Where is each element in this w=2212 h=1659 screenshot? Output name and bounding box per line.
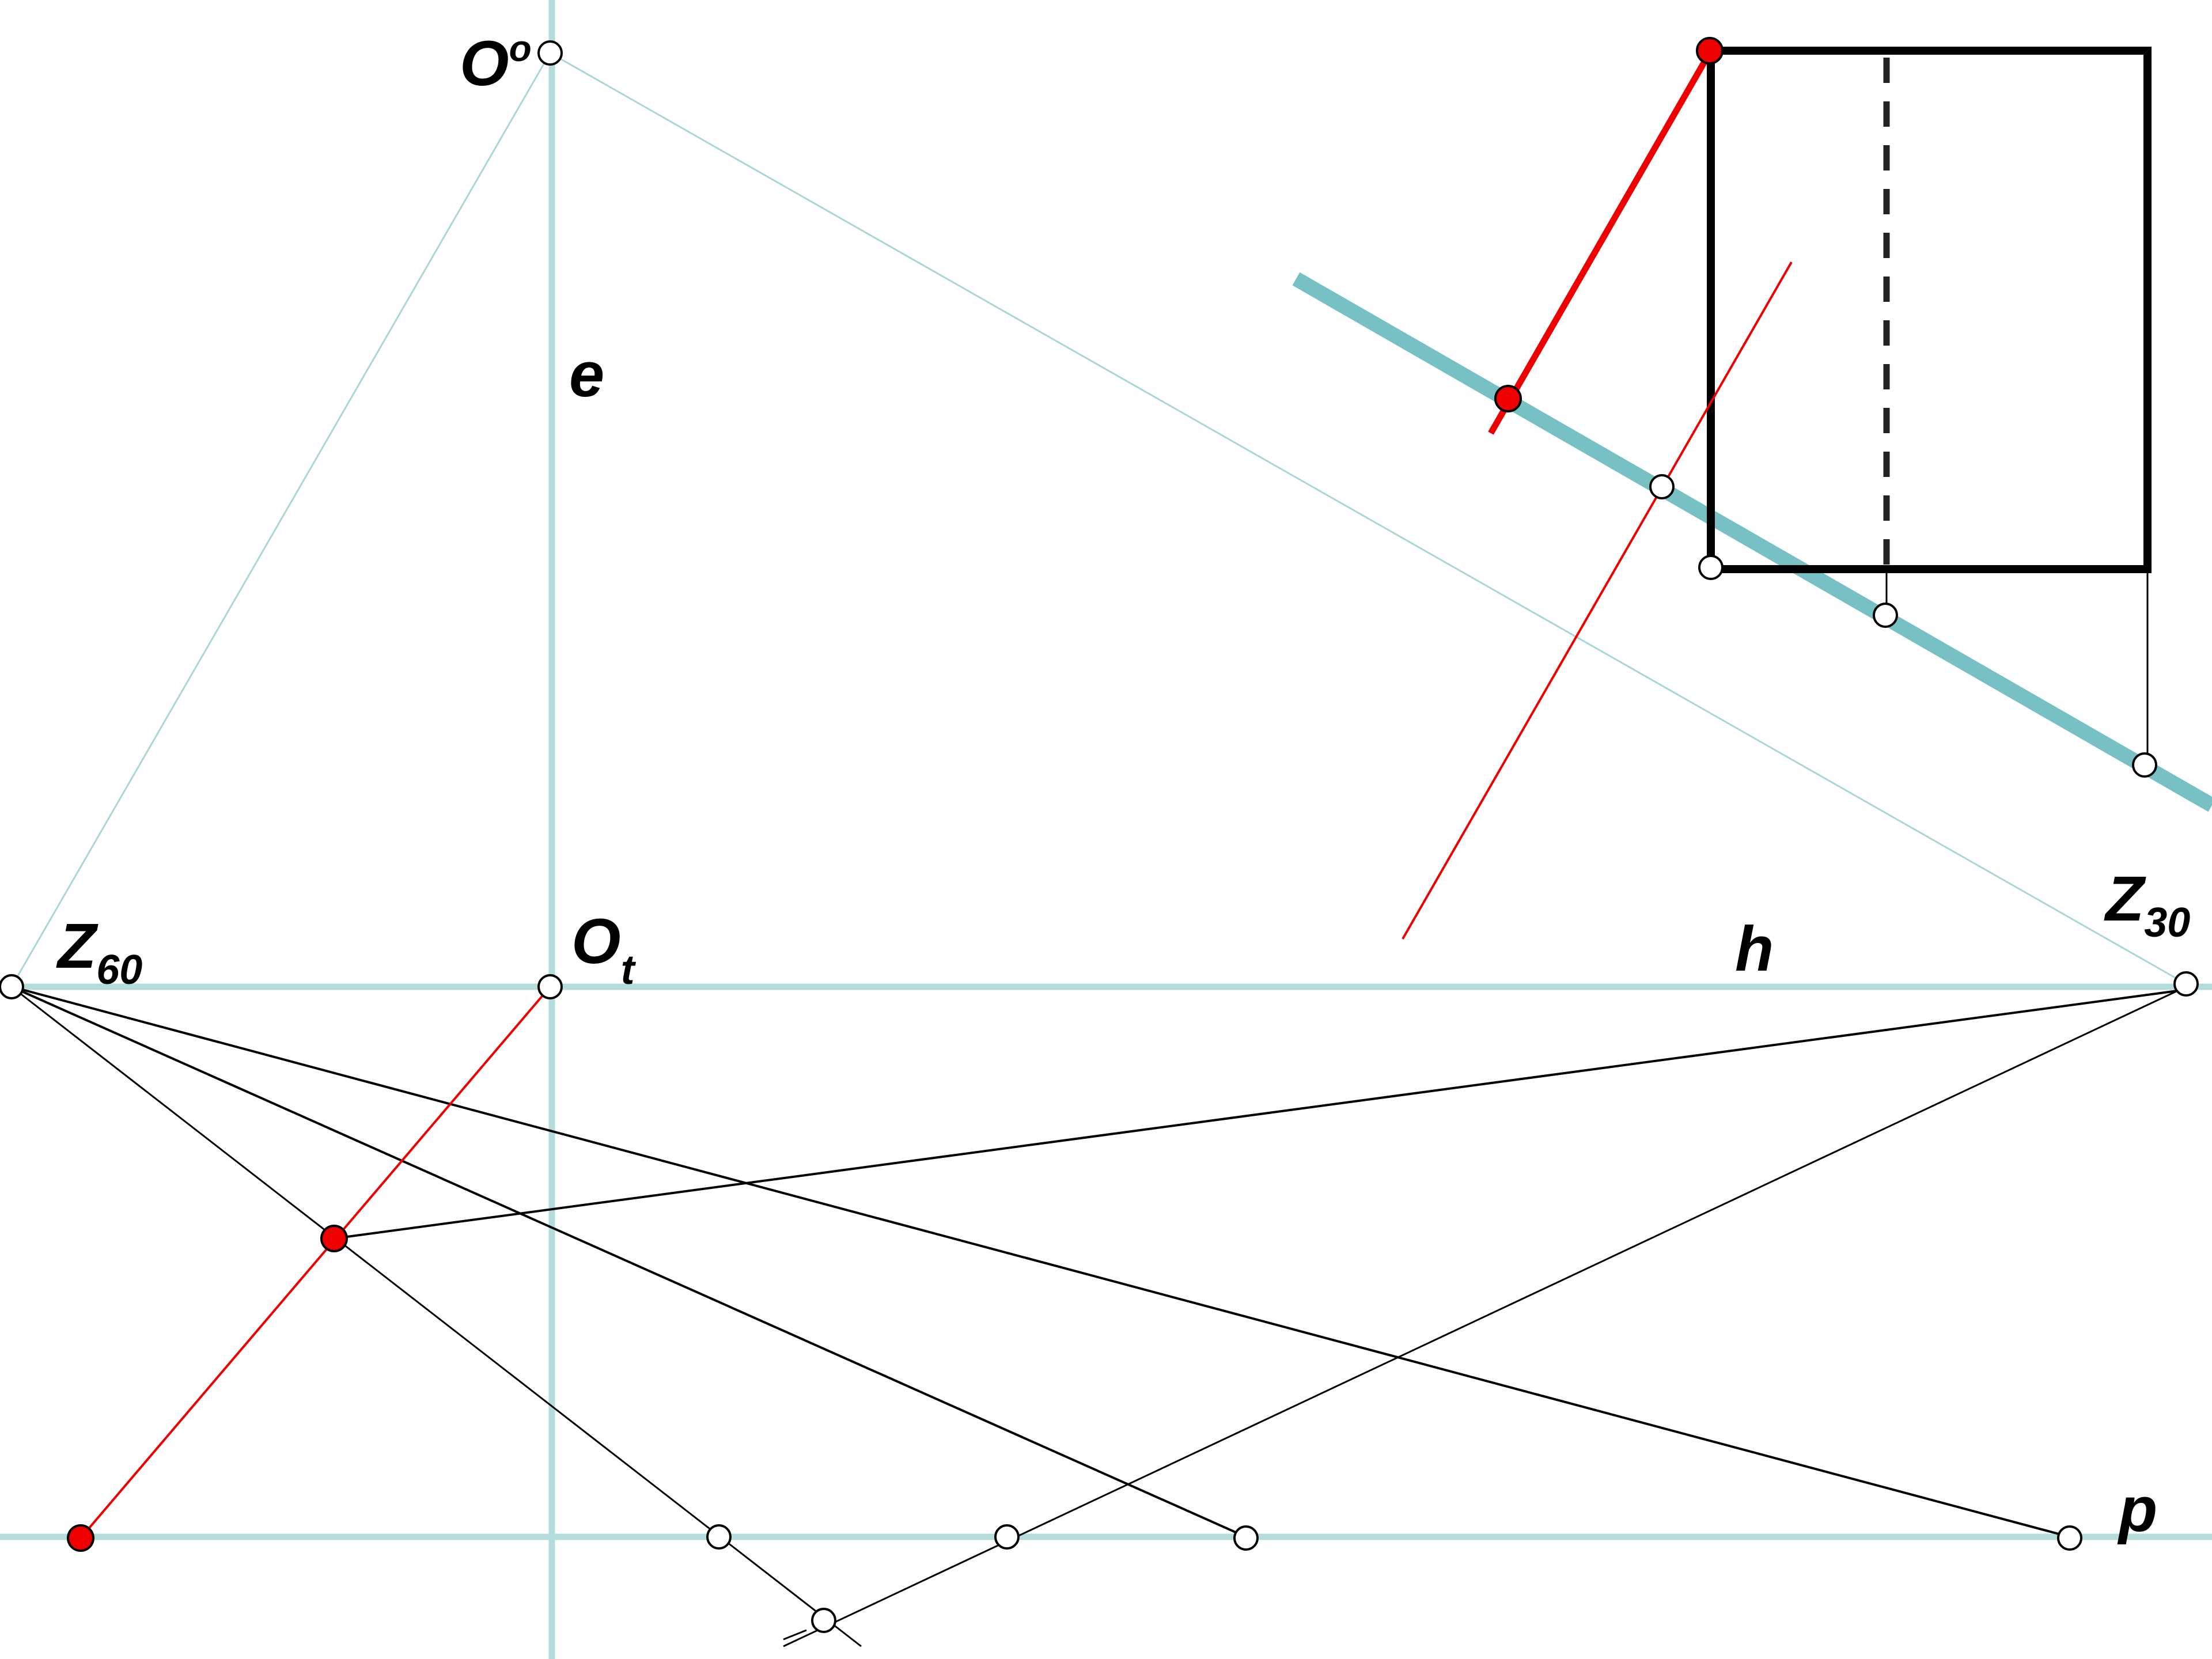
point-p-2[interactable]	[994, 1524, 1020, 1550]
point-bottom-intersection[interactable]	[811, 1608, 836, 1633]
label-h: h	[1735, 914, 1774, 984]
perspective-line-z30-a	[334, 990, 2178, 1240]
point-z60[interactable]	[0, 974, 24, 999]
red-perspective-ray	[79, 986, 551, 1539]
point-ot[interactable]	[537, 974, 563, 999]
perspective-line-z60-b	[11, 986, 1247, 1538]
label-e: e	[569, 339, 604, 410]
point-p-1[interactable]	[706, 1524, 732, 1550]
point-red-perspective[interactable]	[320, 1225, 348, 1252]
label-ot: Ot	[571, 906, 637, 993]
construction-line-o-z60	[10, 52, 551, 987]
point-p-4[interactable]	[2057, 1525, 2082, 1551]
label-z30: Z30	[2104, 863, 2190, 946]
bottom-tick	[783, 1629, 807, 1641]
point-plan-corner[interactable]	[1698, 555, 1724, 580]
point-o-zero[interactable]	[537, 40, 563, 66]
label-o-zero: Oo	[460, 28, 532, 99]
perspective-line-z60-a	[11, 986, 862, 1647]
construction-line-o-z30	[550, 52, 2187, 985]
label-z60: Z60	[56, 911, 142, 993]
point-red-picture-line[interactable]	[67, 1524, 94, 1552]
point-p-3[interactable]	[1233, 1525, 1259, 1551]
point-red-plan-intersection[interactable]	[1494, 385, 1522, 412]
point-plan-projection-3[interactable]	[2132, 752, 2157, 778]
perspective-line-z30-b	[783, 986, 2187, 1647]
point-red-plan-top[interactable]	[1696, 37, 1724, 65]
plan-projection-line	[1292, 272, 2212, 812]
plan-square	[1707, 47, 2152, 573]
perspective-line-z60-c	[11, 986, 2070, 1538]
point-plan-projection-2[interactable]	[1873, 603, 1898, 628]
point-z30[interactable]	[2173, 971, 2199, 997]
red-plan-ray-thin	[1402, 262, 1793, 940]
red-plan-ray-thick	[1488, 49, 1714, 435]
point-plan-projection-1[interactable]	[1649, 474, 1675, 499]
label-p: p	[2117, 1474, 2157, 1545]
